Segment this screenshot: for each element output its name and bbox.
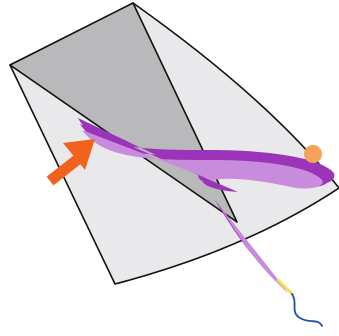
dot-icon [304, 145, 322, 163]
rope-coils [78, 118, 335, 293]
rope-strand-a [215, 200, 286, 290]
arrow-head [63, 139, 95, 170]
rope-strand-b [218, 204, 288, 293]
rope-loop-3 [82, 130, 323, 189]
arrow-icon [46, 139, 95, 186]
tail-blue-squiggle [291, 293, 323, 327]
arrow-shaft [46, 151, 86, 186]
tail-yellow-segment [276, 278, 294, 296]
